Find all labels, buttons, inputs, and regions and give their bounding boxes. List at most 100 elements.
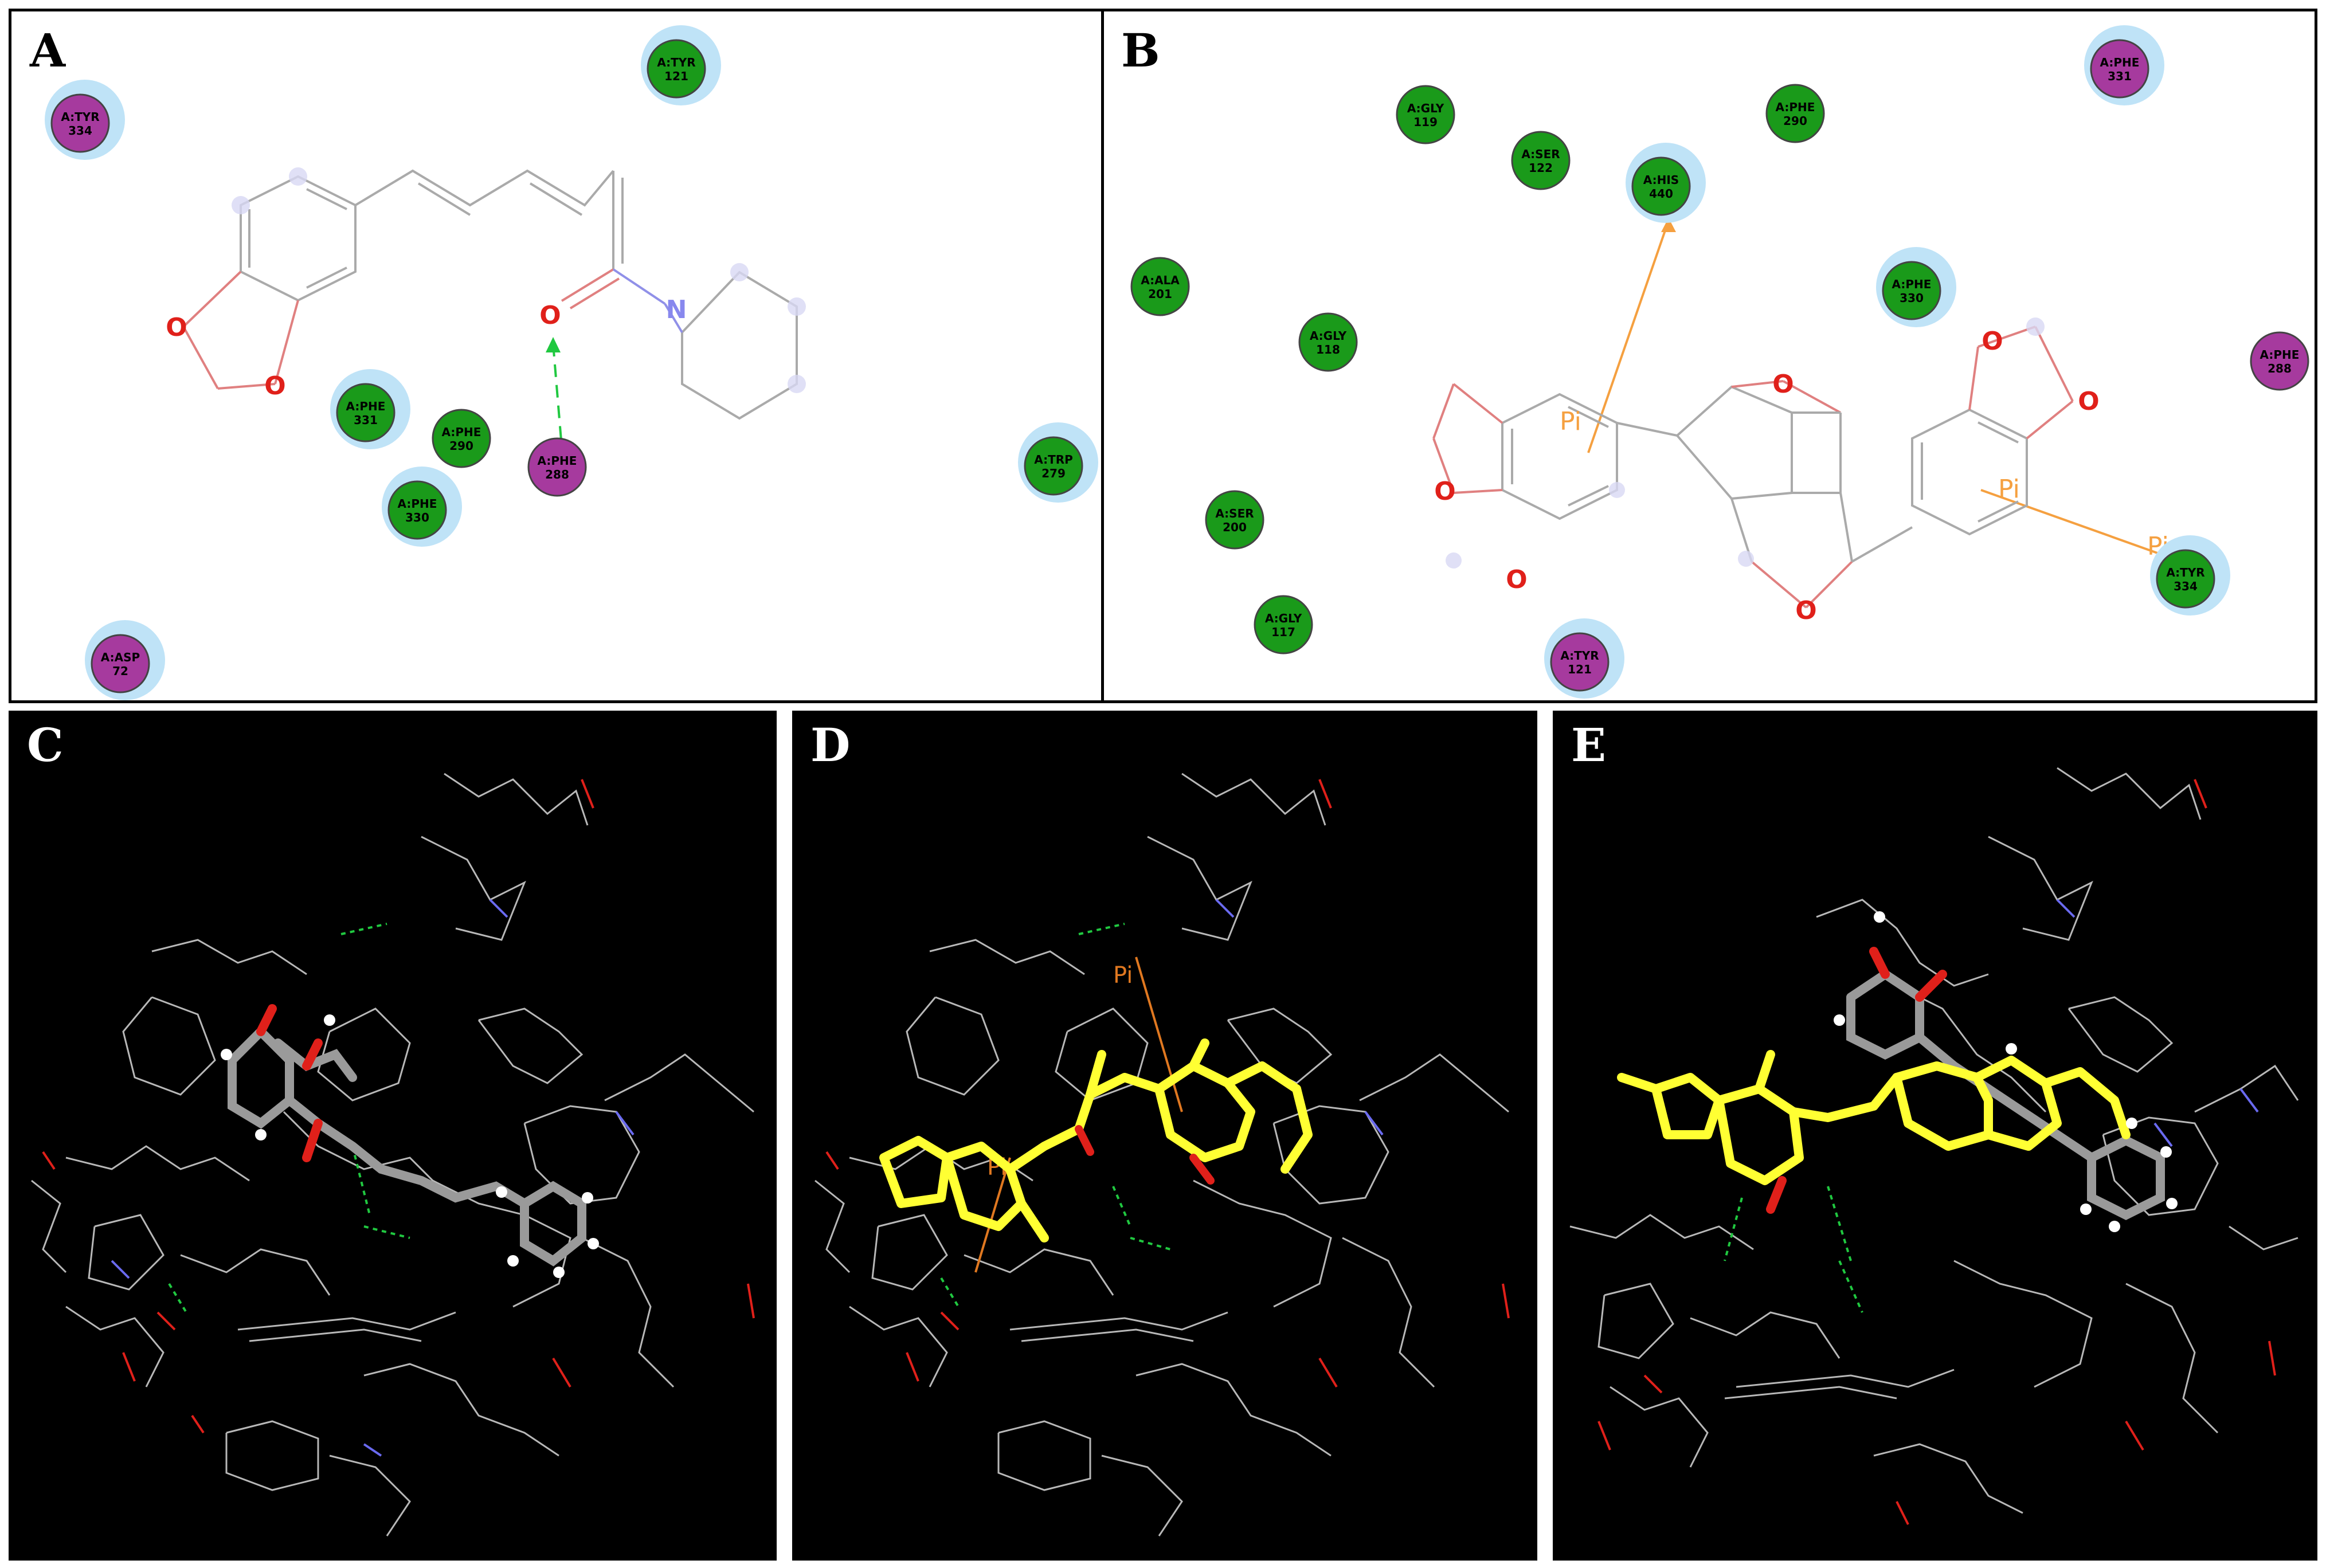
- hydrogen-bond: [552, 343, 563, 448]
- nitrogen-atom-1: N: [666, 295, 687, 324]
- residue-disc: [2090, 39, 2149, 99]
- residue-number: 122: [1529, 161, 1553, 175]
- panel-e: E: [1553, 711, 2317, 1561]
- ligand-hydrogens: [1834, 911, 2178, 1232]
- residue-name: A:GLY: [1265, 611, 1302, 625]
- residue-name: A:GLY: [1407, 101, 1444, 115]
- residue-disc: [1024, 436, 1083, 496]
- panel-d-label: D: [810, 718, 851, 772]
- residue-disc: [387, 480, 447, 540]
- panel-c-render: [31, 773, 755, 1536]
- benzene-ring: [240, 175, 357, 302]
- sesamin-ligand: [1432, 326, 2074, 609]
- residue-number: 279: [1041, 467, 1066, 480]
- residue-disc: [432, 409, 491, 468]
- residue-name: A:PHE: [346, 399, 386, 413]
- panel-d-render: Pi Pi: [815, 773, 1510, 1536]
- residue-disc: [1765, 84, 1825, 143]
- panel-b-diagram: O O O O O O Pi Pi Pi A:GLY119A:SER122A:P…: [1130, 25, 2309, 699]
- panel-d: D: [792, 711, 1537, 1561]
- residue-disc: [336, 383, 396, 442]
- ligand-oxygens: [1766, 947, 1947, 1214]
- ligand-oxygens: [1075, 1125, 1215, 1185]
- residue-disc: [1298, 312, 1358, 372]
- residue-name: A:TYR: [61, 110, 99, 124]
- residue-name: A:TYR: [2166, 566, 2204, 579]
- residue-name: A:PHE: [2100, 56, 2140, 69]
- residue-number: 121: [1568, 663, 1592, 676]
- residue-name: A:PHE: [442, 425, 481, 439]
- residue-name: A:TYR: [1560, 649, 1599, 663]
- residue-number: 121: [664, 69, 688, 83]
- oxygen-atom-1: O: [166, 313, 187, 342]
- panel-a-diagram: O O O N A:TYR334A:TYR121A:PHE331A:PHE290…: [45, 25, 1098, 700]
- ligand-oxygens: [256, 1004, 323, 1162]
- panel-e-render: [1569, 767, 2299, 1525]
- residue-number: 440: [1649, 187, 1673, 201]
- residue-name: A:TRP: [1034, 453, 1073, 467]
- protein-sticks-heteroatoms: [1597, 779, 2276, 1525]
- panel-c: C: [9, 711, 777, 1561]
- residue-number: 200: [1223, 520, 1247, 534]
- panel-e-label: E: [1571, 718, 1606, 772]
- ligand-sticks: [228, 1027, 586, 1267]
- residue-name: A:GLY: [1310, 329, 1347, 343]
- residue-number: 290: [1783, 114, 1807, 128]
- residue-number: 290: [449, 439, 473, 453]
- oxygen-atom-4: O: [1795, 596, 1816, 625]
- residue-name: A:HIS: [1643, 173, 1679, 187]
- residue-name: A:SER: [1215, 507, 1254, 520]
- panel-a-label: A: [30, 23, 66, 77]
- residue-group-a: A:TYR334A:TYR121A:PHE331A:PHE290A:PHE288…: [45, 25, 1098, 700]
- residue-number: 72: [112, 664, 128, 678]
- oxygen-atom-3: O: [1772, 370, 1794, 399]
- pi-label-1: Pi: [1113, 962, 1133, 989]
- oxygen-atom-2: O: [264, 371, 285, 401]
- piperine-ligand: [182, 169, 798, 420]
- pi-arrow-icon: [1661, 218, 1676, 232]
- residue-name: A:PHE: [1892, 277, 1932, 291]
- oxygen-atom-5: O: [1982, 327, 2003, 356]
- panel-b: B: [1101, 9, 2317, 703]
- residue-group-b: A:GLY119A:SER122A:PHE290A:PHE331A:HIS440…: [1130, 25, 2309, 699]
- oxygen-atom-2: O: [1506, 565, 1527, 594]
- residue-disc: [91, 634, 150, 693]
- hydrogen-bonds: [1724, 1186, 1863, 1313]
- residue-name: A:SER: [1521, 147, 1560, 161]
- protein-sticks-heteroatoms: [42, 779, 755, 1457]
- protein-sticks: [1569, 767, 2299, 1514]
- ligand-hydrogens: [221, 1014, 599, 1278]
- residue-name: A:TYR: [657, 56, 695, 69]
- residue-disc: [527, 437, 587, 497]
- atom-halos: [232, 167, 806, 393]
- hbond-arrow-icon: [546, 337, 561, 352]
- residue-name: A:PHE: [538, 454, 577, 468]
- residue-disc: [1254, 595, 1313, 654]
- protein-sticks: [31, 773, 754, 1536]
- residue-number: 331: [2108, 69, 2132, 83]
- protein-sticks: [815, 773, 1509, 1536]
- residue-disc: [2250, 331, 2309, 391]
- residue-name: A:ALA: [1141, 273, 1180, 287]
- residue-disc: [1550, 632, 1610, 692]
- residue-name: A:ASP: [101, 650, 140, 664]
- residue-disc: [647, 39, 706, 99]
- ligand-yellow-sticks: [879, 1038, 1313, 1242]
